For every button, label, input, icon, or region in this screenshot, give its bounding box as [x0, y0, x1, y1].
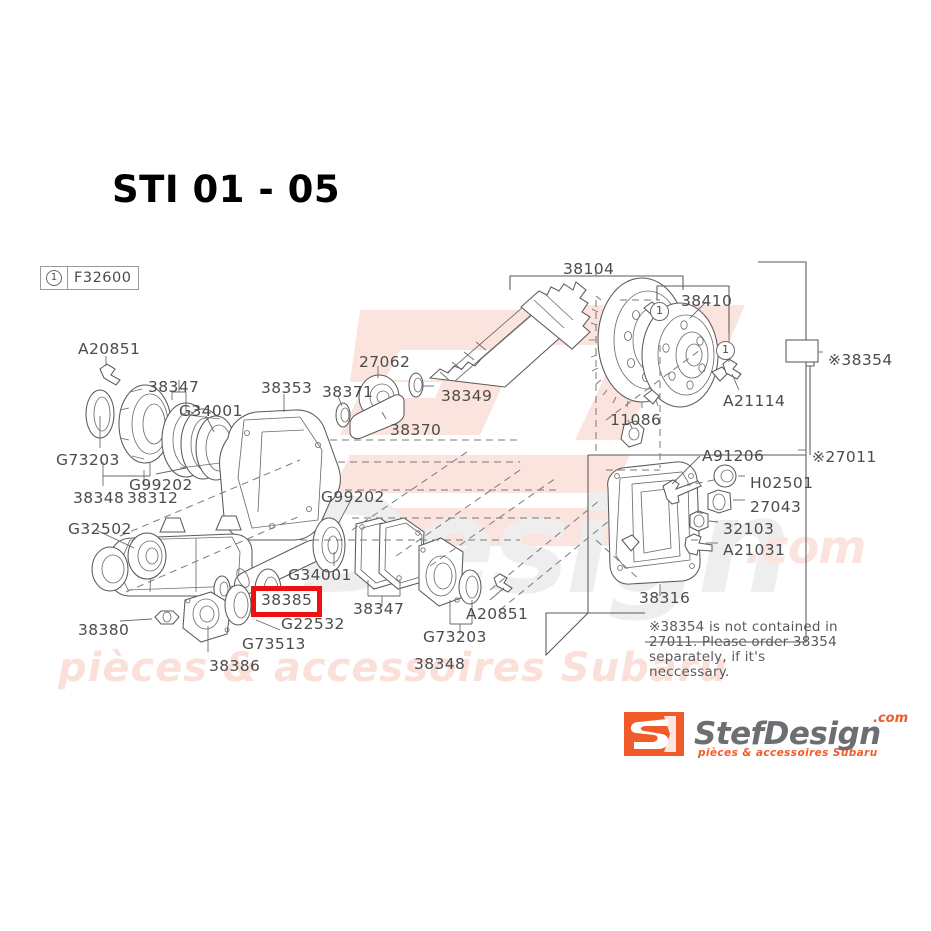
part-label-h02501: H02501	[750, 474, 814, 492]
part-label-p38312: 38312	[127, 489, 179, 507]
part-label-p38316: 38316	[639, 589, 691, 607]
part-label-p38371: 38371	[322, 383, 374, 401]
stefdesign-logo[interactable]: StefDesign .com pièces & accessoires Sub…	[620, 706, 920, 762]
part-label-g99202-left: G99202	[129, 476, 193, 494]
part-label-g73513: G73513	[242, 635, 306, 653]
part-label-p27062: 27062	[359, 353, 411, 371]
part-label-g99202-mid: G99202	[321, 488, 385, 506]
part-label-p11086: 11086	[610, 411, 662, 429]
part-label-p38347-mid: 38347	[353, 600, 405, 618]
part-label-a21114: A21114	[723, 392, 786, 410]
circled-index-marker-2: 1	[716, 341, 735, 360]
part-label-a20851-bot: A20851	[466, 605, 529, 623]
legend-index-circle: 1	[46, 270, 62, 286]
logo-tagline-label: pièces & accessoires Subaru	[697, 747, 878, 759]
part-label-g22532: G22532	[281, 615, 345, 633]
part-label-p38386: 38386	[209, 657, 261, 675]
part-label-p38370: 38370	[390, 421, 442, 439]
part-label-a21031: A21031	[723, 541, 786, 559]
part-label-p38410: 38410	[681, 292, 733, 310]
part-label-g32502: G32502	[68, 520, 132, 538]
legend-index-cell: 1	[41, 267, 68, 289]
part-label-g34001-top: G34001	[179, 402, 243, 420]
footnote-text: ※38354 is not contained in 27011. Please…	[649, 619, 838, 681]
part-label-a20851-top: A20851	[78, 340, 141, 358]
logo-mark-icon	[624, 712, 684, 756]
part-label-p27011-star: ※27011	[812, 448, 877, 466]
logo-brand-label: StefDesign	[694, 716, 881, 752]
part-label-p38354-star: ※38354	[828, 351, 893, 369]
part-label-p38380: 38380	[78, 621, 130, 639]
part-label-g73203-left: G73203	[56, 451, 120, 469]
part-label-g73203-bot: G73203	[423, 628, 487, 646]
part-label-p38348-bot: 38348	[414, 655, 466, 673]
part-label-p32103: 32103	[723, 520, 775, 538]
part-label-p38348-left: 38348	[73, 489, 125, 507]
part-label-a91206: A91206	[702, 447, 765, 465]
part-label-g34001-mid: G34001	[288, 566, 352, 584]
circled-index-marker-1: 1	[650, 302, 669, 321]
part-label-p38347-left: 38347	[148, 378, 200, 396]
rear-cover-38316	[607, 420, 737, 585]
logo-tld-label: .com	[873, 711, 908, 726]
part-label-p38104: 38104	[563, 260, 615, 278]
part-label-p38349: 38349	[441, 387, 493, 405]
breather-38354	[785, 339, 819, 455]
part-label-p27043: 27043	[750, 498, 802, 516]
legend-code: F32600	[74, 270, 132, 286]
legend-box: 1 F32600	[40, 266, 140, 290]
logo-brand-text: StefDesign	[694, 716, 881, 752]
part-label-p38353: 38353	[261, 379, 313, 397]
page-title: STI 01 - 05	[112, 168, 341, 211]
right-bearing-stack	[312, 517, 513, 607]
highlighted-part-label[interactable]: 38385	[251, 586, 323, 617]
